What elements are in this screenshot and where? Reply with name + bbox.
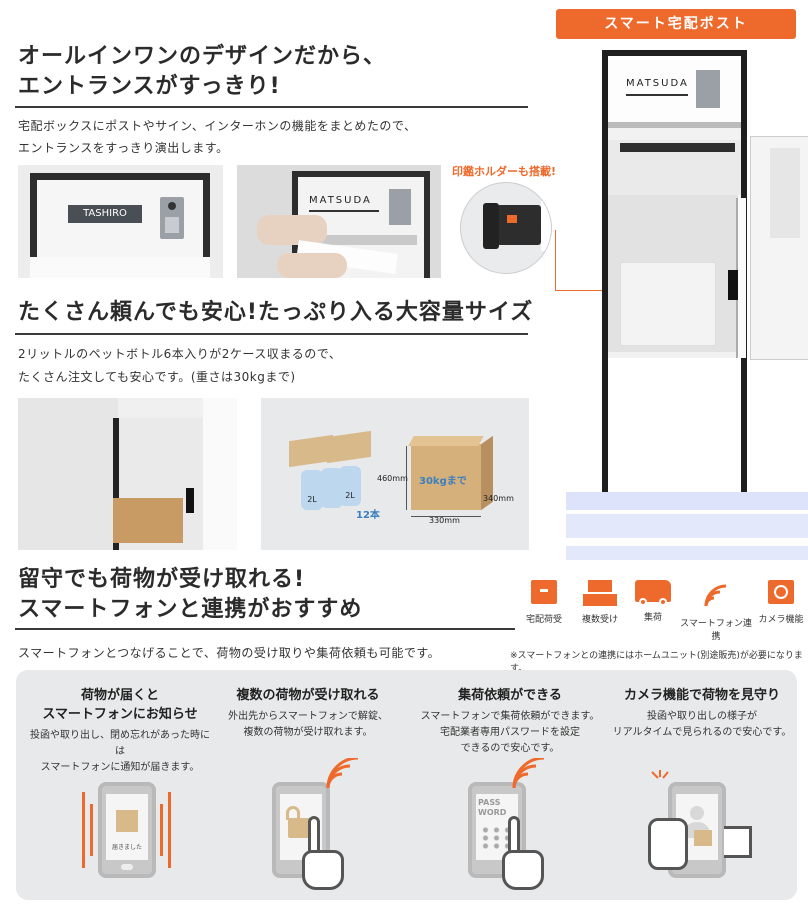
column-title: 集荷依頼ができる — [458, 688, 562, 703]
truck-icon — [635, 580, 671, 606]
feature-camera: カメラ機能 — [757, 580, 805, 625]
column-text: リアルタイムで見られるので安心です。 — [612, 727, 792, 738]
section3-body: スマートフォンとつなげることで、荷物の受け取りや集荷依頼も可能です。 — [18, 646, 441, 660]
section1-body-2: エントランスをすっきり演出します。 — [18, 141, 229, 155]
sparkle-icon — [651, 770, 669, 779]
column-title: 複数の荷物が受け取れる — [236, 688, 380, 703]
section3-rule — [15, 628, 515, 630]
weight-label: 30kgまで — [419, 476, 467, 487]
capacity-diagram: 2L 2L 12本 30kgまで 460mm 340mm 330mm — [261, 398, 529, 550]
section3-headline-1: 留守でも荷物が受け取れる! — [18, 567, 306, 592]
section1-headline-1: オールインワンのデザインだから、 — [18, 44, 387, 69]
section3-headline-2: スマートフォンと連携がおすすめ — [18, 597, 363, 622]
column-camera: カメラ機能で荷物を見守り 投函や取り出しの様子が リアルタイムで見られるので安心… — [612, 686, 792, 741]
column-text: 投函や取り出しの様子が — [647, 711, 757, 722]
column-notify: 荷物が届くと スマートフォンにお知らせ 投函や取り出し、閉め忘れがあった時には … — [30, 686, 210, 776]
nameplate-matsuda: MATSUDA — [309, 195, 372, 206]
unlock-icon — [288, 818, 314, 838]
boxes-icon — [588, 580, 612, 592]
feature-label: カメラ機能 — [758, 615, 804, 625]
stamp-holder-callout: 印鑑ホルダーも搭載! — [452, 165, 557, 178]
nameplate-tashiro: TASHIRO — [68, 205, 142, 223]
screen-text: PASS WORD — [478, 798, 507, 817]
section1-rule — [15, 106, 528, 108]
feature-wifi: スマートフォン連携 — [680, 580, 752, 642]
depth-label: 340mm — [483, 494, 514, 503]
feature-label: 集荷 — [643, 613, 662, 623]
feature-truck: 集荷 — [628, 580, 678, 623]
wifi-icon — [512, 758, 545, 789]
width-label: 330mm — [429, 516, 460, 525]
column-pickup: 集荷依頼ができる スマートフォンで集荷依頼ができます。 宅配業者専用パスワードを… — [412, 686, 608, 757]
section1-headline-2: エントランスがすっきり! — [18, 74, 281, 99]
wifi-icon — [704, 584, 727, 607]
bottle-icon: 2L — [339, 466, 361, 506]
hand-holding-icon — [648, 818, 688, 870]
screen-text: 届きました — [111, 844, 142, 851]
column-text: スマートフォンに通知が届きます。 — [40, 762, 200, 773]
box-icon — [531, 580, 557, 604]
column-text: 外出先からスマートフォンで解錠、 — [228, 711, 388, 722]
water-box-icon — [327, 430, 371, 464]
column-title: スマートフォンにお知らせ — [42, 707, 198, 722]
product-tag: スマート宅配ポスト — [556, 9, 796, 39]
section1-body-1: 宅配ボックスにポストやサイン、インターホンの機能をまとめたので、 — [18, 119, 417, 133]
column-text: 複数の荷物が受け取れます。 — [243, 727, 373, 738]
photo-box-storage — [18, 398, 237, 550]
height-label: 460mm — [377, 474, 408, 483]
column-text: できるので安心です。 — [460, 743, 560, 754]
section2-body-2: たくさん注文しても安心です。(重さは30kgまで) — [18, 370, 296, 384]
stamp-holder-photo — [460, 182, 552, 274]
bottle-count: 12本 — [356, 510, 380, 521]
photo-entrance-tashiro: TASHIRO — [18, 165, 223, 278]
cardboard-box — [411, 444, 481, 510]
package-icon — [694, 830, 712, 846]
intercom-icon — [389, 189, 411, 225]
smartphone-icon: 届きました — [98, 782, 156, 878]
camera-icon — [768, 580, 794, 604]
column-text: スマートフォンで集荷依頼ができます。 — [420, 711, 600, 722]
feature-label: スマートフォン連携 — [680, 619, 752, 642]
package-icon — [116, 810, 138, 832]
section2-body-1: 2リットルのペットボトル6本入りが2ケース収まるので、 — [18, 347, 342, 361]
intercom-icon — [696, 70, 720, 108]
smartphone-icon — [668, 782, 726, 878]
product-photo: MATSUDA — [540, 40, 808, 560]
wifi-icon — [326, 758, 359, 789]
feature-boxes: 複数受け — [573, 580, 627, 625]
photo-mail-slot: MATSUDA — [237, 165, 441, 278]
vibration-lines — [168, 792, 172, 868]
hand-pointer-icon — [300, 816, 346, 890]
hand-pointer-icon — [500, 816, 546, 890]
column-title: 荷物が届くと — [80, 688, 159, 703]
section2-rule — [15, 333, 528, 335]
column-text: 投函や取り出し、閉め忘れがあった時には — [30, 730, 210, 757]
column-multiple: 複数の荷物が受け取れる 外出先からスマートフォンで解錠、 複数の荷物が受け取れま… — [218, 686, 398, 741]
column-title: カメラ機能で荷物を見守り — [623, 688, 780, 703]
column-text: 宅配業者専用パスワードを設定 — [440, 727, 580, 738]
section3-note: ※スマートフォンとの連携にはホームユニット(別途販売)が必要になります。 — [510, 651, 803, 674]
bottle-icon — [321, 468, 343, 508]
person-icon — [690, 806, 704, 820]
bottle-icon: 2L — [301, 470, 323, 510]
vibration-lines — [82, 792, 86, 868]
product-nameplate: MATSUDA — [626, 78, 689, 89]
feature-label: 複数受け — [581, 615, 618, 625]
intercom-icon — [160, 197, 184, 239]
vibration-lines — [160, 804, 164, 856]
feature-label: 宅配荷受 — [525, 615, 562, 625]
feature-box: 宅配荷受 — [519, 580, 569, 625]
section2-headline: たくさん頼んでも安心!たっぷり入る大容量サイズ — [18, 300, 534, 325]
vibration-lines — [90, 804, 94, 856]
